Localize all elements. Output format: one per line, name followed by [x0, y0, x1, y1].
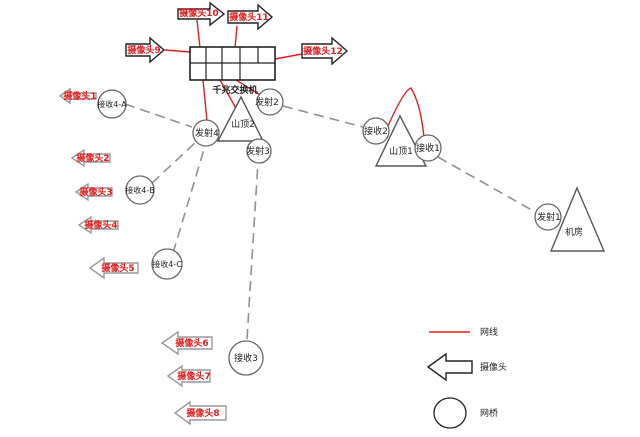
- camera-1-label: 摄像头1: [63, 90, 96, 102]
- legend-bridge-label: 网桥: [480, 407, 498, 419]
- machine-room-label: 机房: [565, 226, 583, 238]
- link-rx1-tx1: [437, 156, 538, 214]
- link-tx3-rx3: [246, 161, 259, 340]
- camera-9-label: 摄像头9: [127, 44, 160, 56]
- camera-12-arrow: [301, 36, 349, 66]
- legend-cable-label: 网线: [480, 326, 498, 338]
- bridge-tx4-label: 发射4: [195, 127, 219, 139]
- bridge-tx2-label: 发射2: [255, 96, 279, 108]
- camera-2-arrow: [70, 148, 111, 168]
- bridge-tx3-label: 发射3: [246, 145, 270, 157]
- camera-1-arrow: [58, 87, 97, 105]
- camera-2-label: 摄像头2: [76, 152, 109, 164]
- link-tx4-rx4b: [151, 141, 197, 184]
- camera-11-label: 摄像头11: [229, 11, 269, 23]
- bridge-rx4a-label: 接收4-A: [97, 99, 127, 109]
- bridge-rx2: [362, 117, 390, 145]
- camera-4-label: 摄像头4: [84, 219, 117, 231]
- bridge-rx1-label: 接收1: [416, 142, 440, 154]
- cable-tx4: [202, 79, 208, 122]
- camera-7-arrow: [166, 364, 211, 388]
- bridge-rx4c: [151, 248, 183, 280]
- gigabit-switch: 千兆交换机: [189, 46, 276, 96]
- mountain2-label: 山顶2: [231, 119, 255, 130]
- link-tx2-rx2: [282, 105, 364, 128]
- bridge-tx1: [534, 203, 562, 231]
- cable-cam9: [164, 49, 191, 53]
- camera-5-arrow: [88, 256, 139, 280]
- link-tx4-rx4c: [172, 145, 206, 254]
- cable-tx2: [235, 79, 263, 97]
- cable-rx2-rx1: [387, 87, 425, 139]
- camera-10-arrow: [177, 1, 226, 27]
- camera-12-label: 摄像头12: [303, 45, 343, 57]
- bridge-rx4a: [97, 89, 127, 119]
- legend-camera-label: 摄像头: [480, 361, 507, 373]
- machine-room-triangle: [549, 186, 606, 252]
- camera-6-label: 摄像头6: [175, 337, 208, 349]
- bridge-rx4c-label: 接收4-C: [152, 259, 182, 269]
- camera-5-label: 摄像头5: [101, 262, 134, 274]
- mountain1-label: 山顶1: [389, 146, 413, 157]
- camera-4-arrow: [77, 215, 119, 235]
- bridge-rx3: [228, 340, 264, 376]
- bridge-tx3: [246, 138, 272, 164]
- camera-7-label: 摄像头7: [177, 370, 210, 382]
- bridge-tx4: [192, 119, 220, 147]
- bridge-rx1: [414, 134, 442, 162]
- camera-8-arrow: [173, 400, 227, 426]
- mountain1-triangle: [374, 114, 428, 167]
- switch-label: 千兆交换机: [212, 84, 257, 96]
- bridge-tx2: [256, 88, 284, 116]
- camera-8-label: 摄像头8: [186, 407, 219, 419]
- bridge-rx3-label: 接收3: [234, 352, 258, 364]
- camera-9-arrow: [125, 36, 166, 64]
- bridge-rx4b-label: 接收4-B: [125, 185, 154, 195]
- wireless-links: [124, 103, 538, 340]
- camera-6-arrow: [160, 330, 213, 356]
- legend-bridge-swatch: [433, 397, 467, 429]
- cable-cam11: [234, 25, 238, 49]
- link-tx4-rx4a: [124, 103, 193, 128]
- bridge-rx4b: [125, 175, 155, 205]
- legend-camera-swatch: [426, 352, 473, 382]
- camera-11-arrow: [227, 3, 274, 31]
- camera-3-arrow: [74, 182, 113, 202]
- bridge-rx2-label: 接收2: [364, 125, 388, 137]
- legend: 网线 摄像头 网桥: [426, 326, 507, 429]
- bridge-tx1-label: 发射1: [537, 211, 561, 223]
- cable-cam10: [196, 19, 201, 49]
- camera-3-label: 摄像头3: [79, 186, 112, 198]
- cable-cam12: [274, 53, 303, 60]
- mountain2-triangle: [216, 95, 265, 142]
- camera-10-label: 摄像头10: [179, 7, 219, 19]
